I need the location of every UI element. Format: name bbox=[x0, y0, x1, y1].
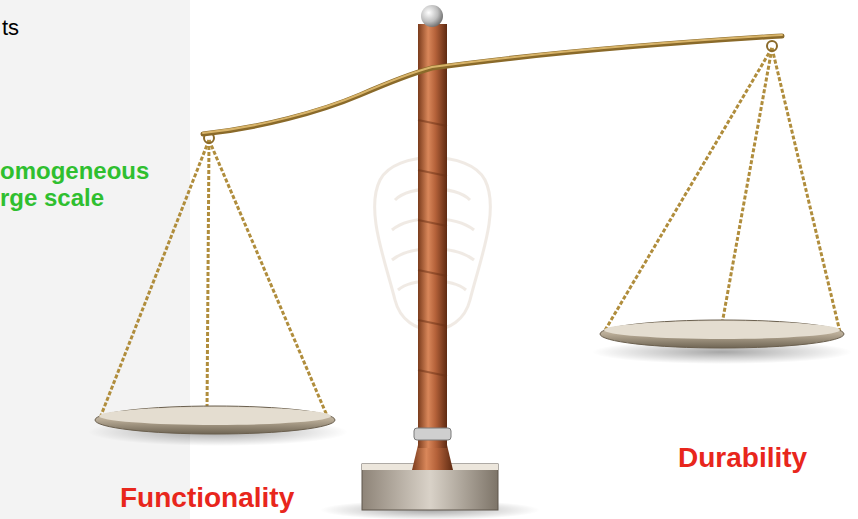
finial-ball bbox=[421, 5, 443, 27]
pillar-foot bbox=[412, 445, 453, 470]
pan-label: Durability bbox=[678, 442, 807, 473]
pillar bbox=[418, 24, 447, 448]
left-pan bbox=[95, 406, 335, 434]
pillar-stripes bbox=[418, 120, 447, 376]
beam bbox=[203, 36, 782, 134]
right-pan-top bbox=[604, 321, 840, 339]
base bbox=[362, 464, 498, 510]
right-pan bbox=[600, 320, 844, 348]
chains bbox=[100, 48, 840, 418]
pillar-ring bbox=[414, 428, 451, 440]
left-pan-top bbox=[99, 407, 331, 425]
beam-highlight bbox=[203, 35, 782, 133]
note-label: omogeneous rge scale bbox=[0, 158, 142, 212]
pan-label: Functionality bbox=[120, 482, 294, 513]
hook bbox=[767, 41, 777, 51]
heading-fragment: ts bbox=[2, 16, 19, 41]
